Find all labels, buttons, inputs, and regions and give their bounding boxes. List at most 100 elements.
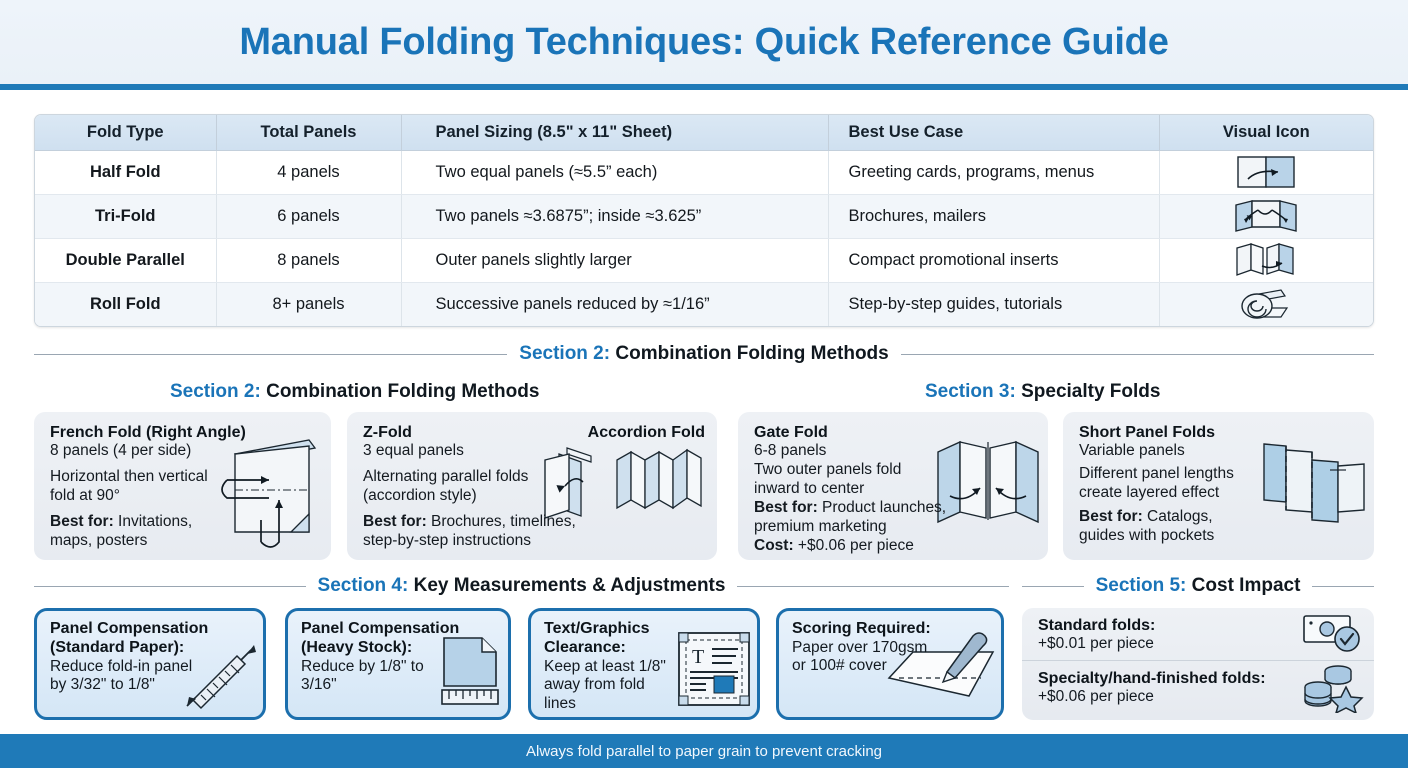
card-z-fold-title: Z-Fold	[363, 424, 412, 441]
cell-fold-type: Half Fold	[35, 150, 217, 195]
card-gate-fold[interactable]: Gate Fold 6-8 panels Two outer panels fo…	[738, 412, 1048, 560]
cost-standard-value: +$0.01 per piece	[1038, 635, 1154, 653]
card-z-fold-line2: Alternating parallel folds	[363, 468, 529, 486]
cell-fold-type: Roll Fold	[35, 282, 217, 326]
card-clearance-line1: Keep at least 1/8"	[544, 657, 666, 675]
card-heavy-line1: Reduce by 1/8" to	[301, 657, 424, 675]
card-short-panel-folds-best-label: Best for:	[1079, 507, 1143, 525]
cell-panel-sizing: Successive panels reduced by ≈1/16”	[401, 282, 829, 326]
heavy-stock-sheet-icon	[438, 634, 502, 713]
divider-line-right	[900, 353, 1375, 355]
divider-line-right	[1312, 585, 1374, 587]
cost-row-specialty-folds[interactable]: Specialty/hand-finished folds: +$0.06 pe…	[1022, 660, 1374, 715]
header-banner: Manual Folding Techniques: Quick Referen…	[0, 0, 1408, 84]
accordion-fold-icon	[615, 446, 709, 523]
card-scoring-line1: Paper over 170gsm	[792, 638, 928, 656]
table-row: Half Fold 4 panels Two equal panels (≈5.…	[35, 150, 1373, 195]
column-header-visual-icon: Visual Icon	[1159, 115, 1373, 151]
card-scoring-required[interactable]: Scoring Required: Paper over 170gsm or 1…	[776, 608, 1004, 720]
divider-section-5-label: Cost Impact	[1191, 575, 1301, 596]
card-gate-fold-line3: inward to center	[754, 480, 865, 497]
card-panel-compensation-standard[interactable]: Panel Compensation (Standard Paper): Red…	[34, 608, 266, 720]
card-short-panel-folds-best-value: Catalogs,	[1142, 507, 1213, 525]
text-clearance-icon: T	[676, 630, 752, 713]
card-z-fold[interactable]: Z-Fold 3 equal panels Alternating parall…	[347, 412, 717, 560]
page-title: Manual Folding Techniques: Quick Referen…	[239, 20, 1169, 63]
gate-fold-icon	[934, 434, 1042, 535]
divider-line-left	[34, 585, 306, 587]
card-french-fold-line1: 8 panels (4 per side)	[50, 442, 192, 460]
card-standard-title1: Panel Compensation	[50, 620, 209, 637]
divider-section-2: Section 2: Combination Folding Methods	[34, 343, 1375, 364]
card-french-fold-line3: fold at 90°	[50, 487, 120, 504]
divider-section-5: Section 5: Cost Impact	[1022, 575, 1374, 596]
table-row: Roll Fold 8+ panels Successive panels re…	[35, 282, 1373, 326]
card-z-fold-line1: 3 equal panels	[363, 442, 464, 460]
column-header-fold-type: Fold Type	[35, 115, 217, 151]
roll-fold-icon	[1159, 282, 1373, 326]
card-z-fold-best-value2: step-by-step instructions	[363, 531, 531, 549]
z-fold-icon	[543, 444, 611, 527]
card-short-panel-folds-title: Short Panel Folds	[1079, 424, 1216, 441]
divider-line-right	[737, 585, 1009, 587]
table-header-row: Fold Type Total Panels Panel Sizing (8.5…	[35, 115, 1373, 151]
card-gate-fold-title: Gate Fold	[754, 424, 828, 441]
card-heavy-line2: 3/16"	[301, 676, 337, 694]
cost-impact-panel: Standard folds: +$0.01 per piece Special…	[1022, 608, 1374, 720]
cell-panel-sizing: Outer panels slightly larger	[401, 238, 829, 283]
double-parallel-fold-icon	[1159, 238, 1373, 283]
card-clearance-title1: Text/Graphics	[544, 620, 650, 637]
table-row: Tri-Fold 6 panels Two panels ≈3.6875”; i…	[35, 194, 1373, 239]
cell-best-use-case: Brochures, mailers	[828, 194, 1160, 239]
cost-row-standard-folds[interactable]: Standard folds: +$0.01 per piece	[1022, 608, 1374, 660]
tri-fold-icon	[1159, 194, 1373, 239]
card-panel-compensation-heavy[interactable]: Panel Compensation (Heavy Stock): Reduce…	[285, 608, 511, 720]
cell-fold-type: Tri-Fold	[35, 194, 217, 239]
card-french-fold[interactable]: French Fold (Right Angle) 8 panels (4 pe…	[34, 412, 331, 560]
card-gate-fold-best-value: Product launches,	[817, 498, 947, 516]
cell-panel-sizing: Two equal panels (≈5.5” each)	[401, 150, 829, 195]
divider-section-4: Section 4: Key Measurements & Adjustment…	[34, 575, 1009, 596]
divider-section-4-number: Section 4:	[317, 575, 409, 596]
cost-standard-title: Standard folds:	[1038, 617, 1156, 634]
divider-line-left	[34, 353, 508, 355]
cell-total-panels: 8 panels	[216, 238, 402, 283]
card-short-panel-folds-line3: create layered effect	[1079, 484, 1220, 501]
card-gate-fold-cost-label: Cost:	[754, 536, 794, 554]
french-fold-icon	[213, 432, 323, 559]
scoring-tool-icon	[885, 628, 997, 711]
cell-best-use-case: Step-by-step guides, tutorials	[828, 282, 1160, 326]
cell-total-panels: 8+ panels	[216, 282, 402, 326]
divider-section-2-number: Section 2:	[519, 343, 611, 364]
subheading-section-3-number: Section 3:	[925, 381, 1016, 402]
card-standard-line2: by 3/32" to 1/8"	[50, 676, 155, 694]
card-text-graphics-clearance[interactable]: Text/Graphics Clearance: Keep at least 1…	[528, 608, 760, 720]
subheading-section-3: Section 3: Specialty Folds	[925, 381, 1160, 403]
card-clearance-title2: Clearance:	[544, 638, 626, 656]
table-row: Double Parallel 8 panels Outer panels sl…	[35, 238, 1373, 283]
card-standard-line1: Reduce fold-in panel	[50, 657, 193, 675]
footer-note: Always fold parallel to paper grain to p…	[525, 742, 883, 760]
footer-banner: Always fold parallel to paper grain to p…	[0, 734, 1408, 768]
column-header-best-use-case: Best Use Case	[828, 115, 1160, 151]
card-short-panel-folds[interactable]: Short Panel Folds Variable panels Differ…	[1063, 412, 1374, 560]
card-french-fold-title: French Fold (Right Angle)	[50, 424, 246, 441]
card-short-panel-folds-best-value2: guides with pockets	[1079, 526, 1215, 544]
divider-section-2-label: Combination Folding Methods	[615, 343, 889, 364]
card-standard-title2: (Standard Paper):	[50, 638, 185, 656]
card-scoring-title1: Scoring Required:	[792, 620, 931, 637]
card-gate-fold-best-label: Best for:	[754, 498, 818, 516]
cost-specialty-title: Specialty/hand-finished folds:	[1038, 670, 1266, 687]
column-header-panel-sizing: Panel Sizing (8.5" x 11" Sheet)	[401, 115, 829, 151]
card-french-fold-best-value2: maps, posters	[50, 531, 148, 549]
subheading-section-2: Section 2: Combination Folding Methods	[170, 381, 539, 403]
card-french-fold-best-value: Invitations,	[113, 512, 193, 530]
fold-types-table: Fold Type Total Panels Panel Sizing (8.5…	[34, 114, 1374, 327]
ruler-icon	[185, 642, 259, 715]
cell-total-panels: 6 panels	[216, 194, 402, 239]
card-z-fold-line3: (accordion style)	[363, 487, 477, 504]
card-short-panel-folds-line1: Variable panels	[1079, 442, 1185, 460]
card-heavy-title1: Panel Compensation	[301, 620, 460, 637]
cell-best-use-case: Greeting cards, programs, menus	[828, 150, 1160, 195]
subheading-section-2-number: Section 2:	[170, 381, 261, 402]
